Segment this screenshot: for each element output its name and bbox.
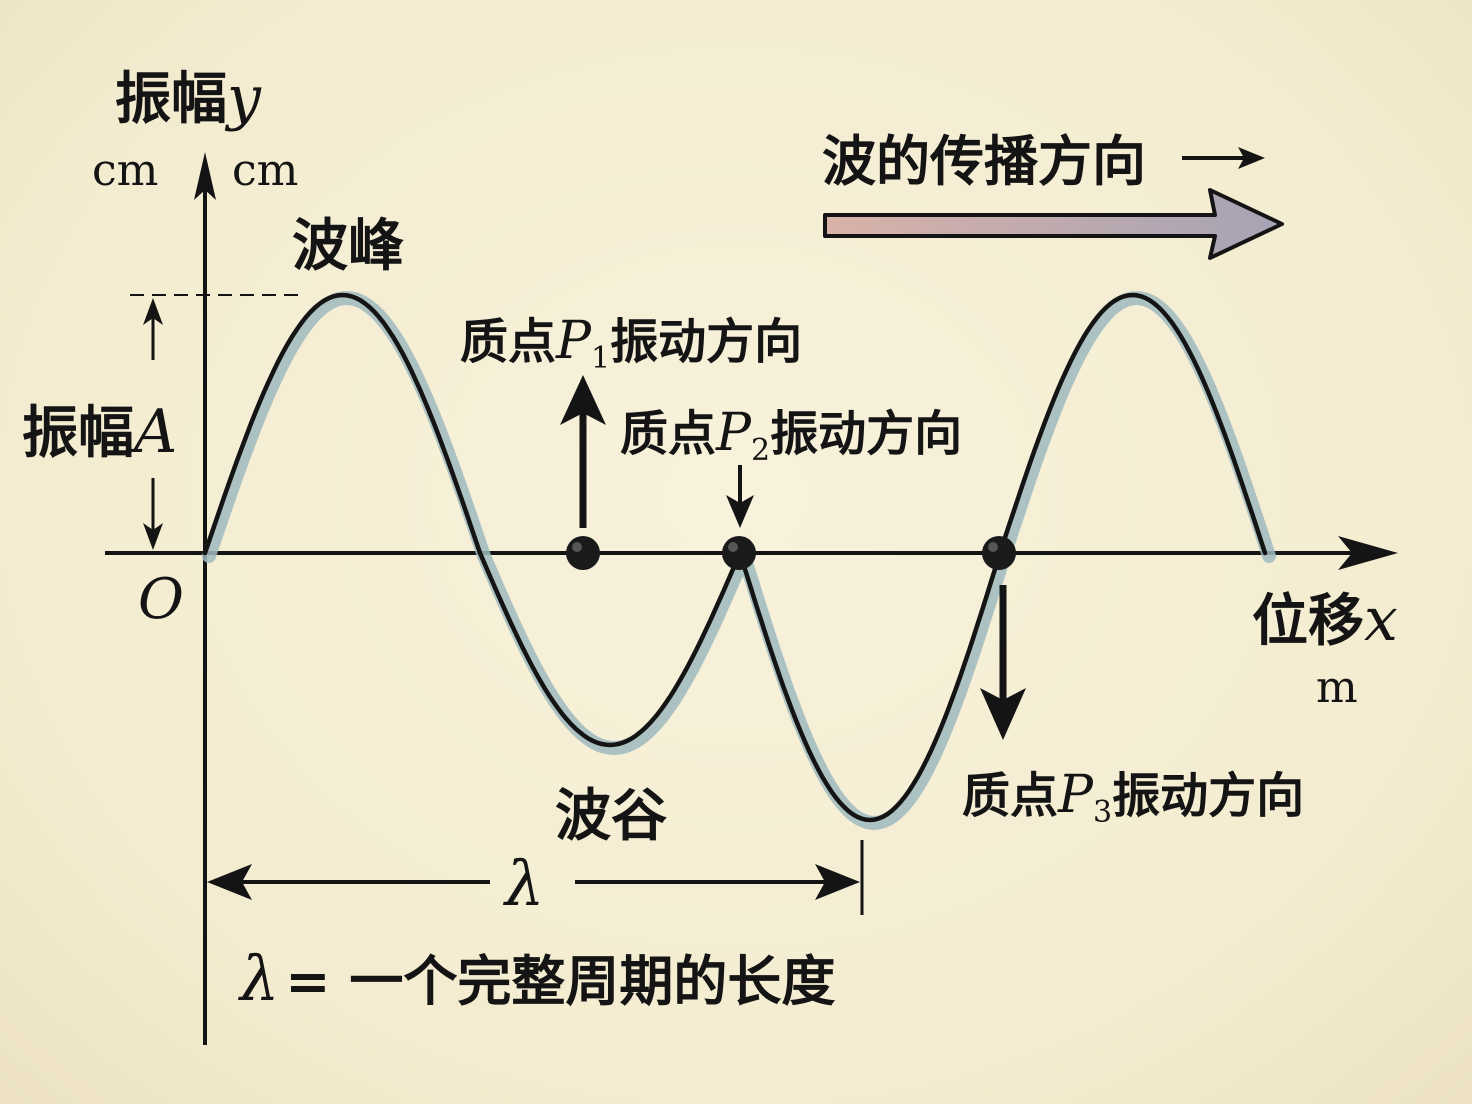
origin-label: O <box>138 567 184 632</box>
wavelength-definition: λ= 一个完整周期的长度 <box>237 942 835 1015</box>
y-unit-left: cm <box>92 145 158 196</box>
p2-motion-arrow <box>726 465 754 528</box>
crest-label: 波峰 <box>292 213 404 279</box>
propagation-label: 波的传播方向 <box>822 129 1146 193</box>
particle-p3 <box>982 536 1016 570</box>
particle-p3-highlight <box>988 542 998 552</box>
p1-motion-arrow <box>560 375 606 528</box>
trough-label: 波谷 <box>555 783 667 849</box>
p2-label: 质点P2振动方向 <box>620 403 962 468</box>
y-axis <box>194 152 216 1045</box>
p3-label: 质点P3振动方向 <box>962 765 1304 830</box>
propagation-arrow <box>823 188 1284 260</box>
particle-p1-highlight <box>572 542 582 552</box>
x-unit: m <box>1316 662 1358 713</box>
p3-motion-arrow <box>980 585 1026 740</box>
x-axis-title: 位移x <box>1252 585 1398 655</box>
amplitude-arrow <box>143 298 163 550</box>
particle-p2-highlight <box>728 542 738 552</box>
y-unit-right: cm <box>232 145 298 196</box>
wavelength-arrow <box>203 840 864 915</box>
p1-label: 质点P1振动方向 <box>460 311 802 376</box>
wavelength-symbol: λ <box>502 847 544 920</box>
propagation-small-arrow <box>1182 147 1265 169</box>
particle-p1 <box>566 536 600 570</box>
y-axis-title: 振幅y <box>115 63 262 133</box>
particle-p2 <box>722 536 756 570</box>
amplitude-label: 振幅A <box>22 397 177 467</box>
